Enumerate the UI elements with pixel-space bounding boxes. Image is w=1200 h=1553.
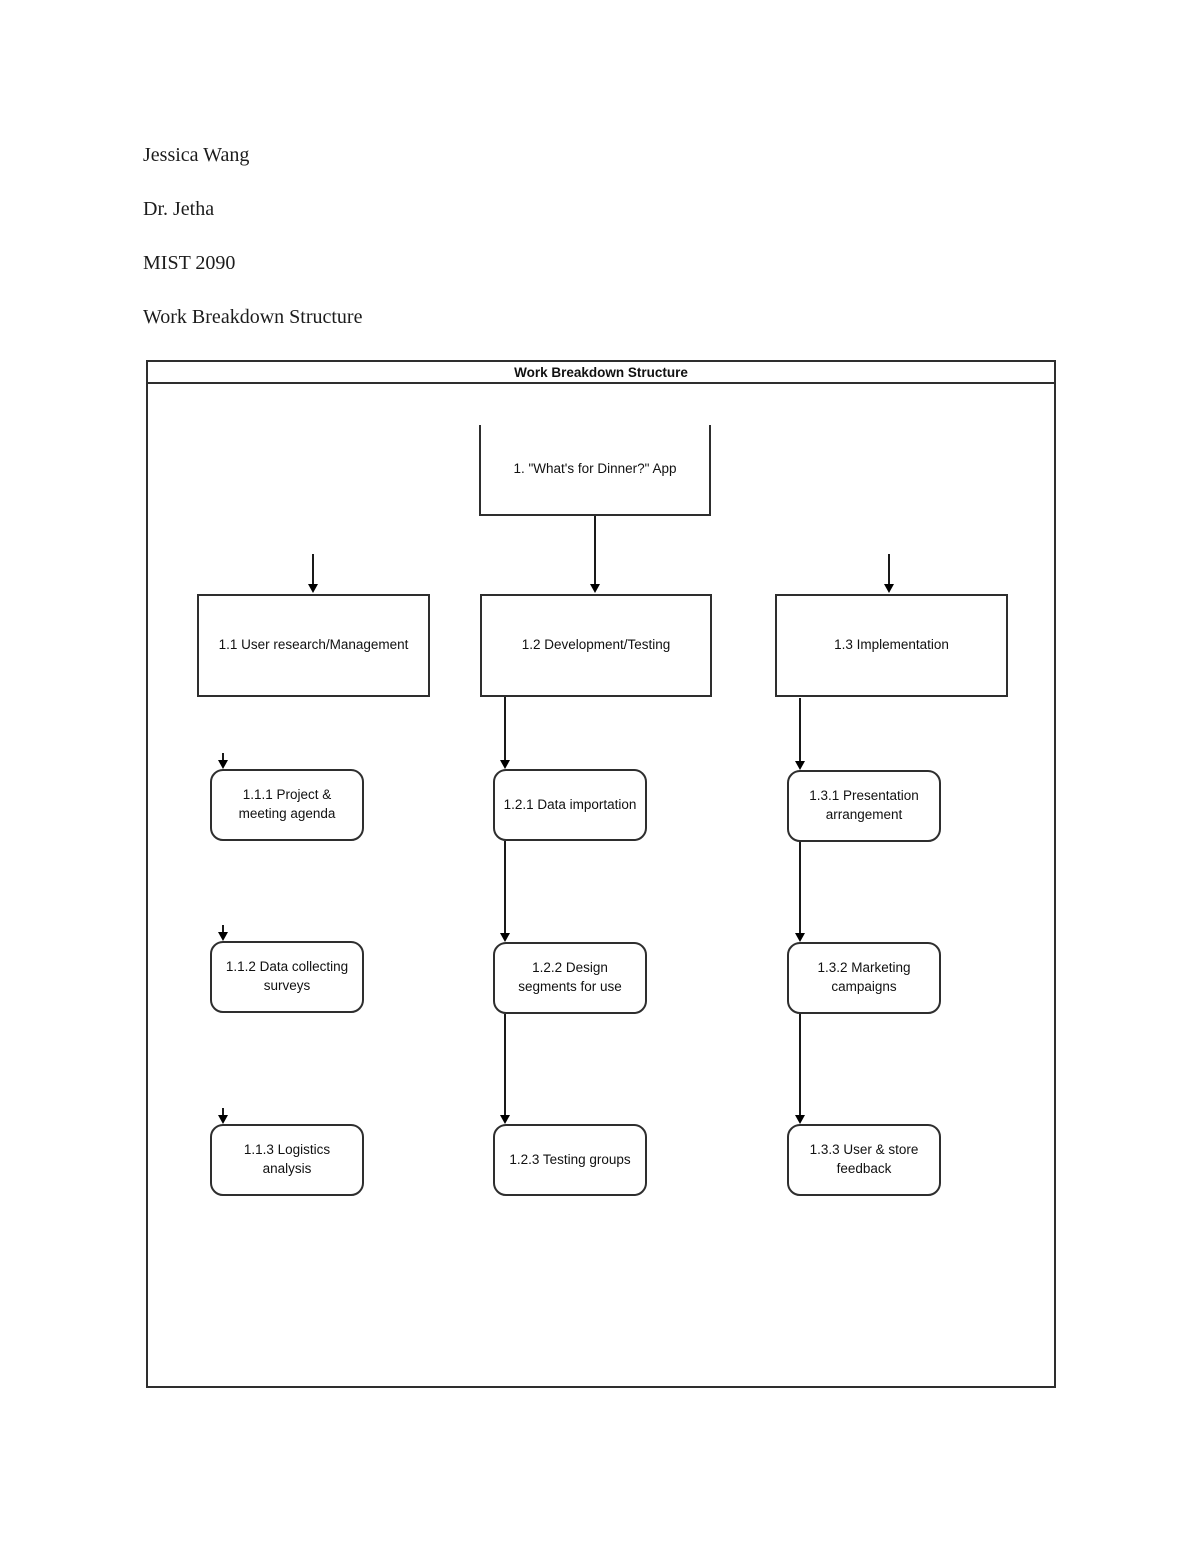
arrowhead-1-1-1 xyxy=(218,760,228,769)
arrowhead-branch-1 xyxy=(308,584,318,593)
wbs-node-1-1-1: 1.1.1 Project & meeting agenda xyxy=(210,769,364,841)
wbs-node-1-3: 1.3 Implementation xyxy=(775,594,1008,697)
connector-1-2-1-to-1-2-2 xyxy=(504,841,506,934)
connector-to-1-1-3 xyxy=(222,1108,224,1116)
author-line: Jessica Wang xyxy=(143,144,250,166)
connector-to-1-1-1 xyxy=(222,753,224,761)
arrowhead-1-1-3 xyxy=(218,1115,228,1124)
wbs-node-1-2: 1.2 Development/Testing xyxy=(480,594,712,697)
wbs-node-1-3-2: 1.3.2 Marketing campaigns xyxy=(787,942,941,1014)
wbs-node-1-2-3: 1.2.3 Testing groups xyxy=(493,1124,647,1196)
connector-1-2-to-1-2-1 xyxy=(504,697,506,761)
connector-to-branch-3 xyxy=(888,554,890,585)
wbs-node-1-1-2: 1.1.2 Data collecting surveys xyxy=(210,941,364,1013)
wbs-node-1-3-3: 1.3.3 User & store feedback xyxy=(787,1124,941,1196)
course-line: MIST 2090 xyxy=(143,252,236,274)
arrowhead-1-2-2 xyxy=(500,933,510,942)
diagram-title: Work Breakdown Structure xyxy=(148,362,1054,384)
connector-1-2-2-to-1-2-3 xyxy=(504,1014,506,1116)
arrowhead-1-3-1 xyxy=(795,761,805,770)
arrowhead-1-2-3 xyxy=(500,1115,510,1124)
arrowhead-branch-2 xyxy=(590,584,600,593)
arrowhead-1-2-1 xyxy=(500,760,510,769)
connector-1-3-2-to-1-3-3 xyxy=(799,1013,801,1116)
wbs-node-1-3-1: 1.3.1 Presentation arrangement xyxy=(787,770,941,842)
instructor-line: Dr. Jetha xyxy=(143,198,215,220)
arrowhead-branch-3 xyxy=(884,584,894,593)
arrowhead-1-3-2 xyxy=(795,933,805,942)
wbs-diagram-frame: Work Breakdown Structure 1. "What's for … xyxy=(146,360,1056,1388)
connector-1-3-1-to-1-3-2 xyxy=(799,841,801,934)
wbs-node-1-2-2: 1.2.2 Design segments for use xyxy=(493,942,647,1014)
doc-title-line: Work Breakdown Structure xyxy=(143,306,363,328)
wbs-node-1-2-1: 1.2.1 Data importation xyxy=(493,769,647,841)
wbs-node-1-1: 1.1 User research/Management xyxy=(197,594,430,697)
arrowhead-1-3-3 xyxy=(795,1115,805,1124)
connector-1-3-to-1-3-1 xyxy=(799,698,801,762)
wbs-node-1-1-3: 1.1.3 Logistics analysis xyxy=(210,1124,364,1196)
connector-to-branch-1 xyxy=(312,554,314,585)
connector-root-to-branch-2 xyxy=(594,516,596,585)
arrowhead-1-1-2 xyxy=(218,932,228,941)
connector-to-1-1-2 xyxy=(222,925,224,933)
wbs-node-root: 1. "What's for Dinner?" App xyxy=(479,425,711,516)
